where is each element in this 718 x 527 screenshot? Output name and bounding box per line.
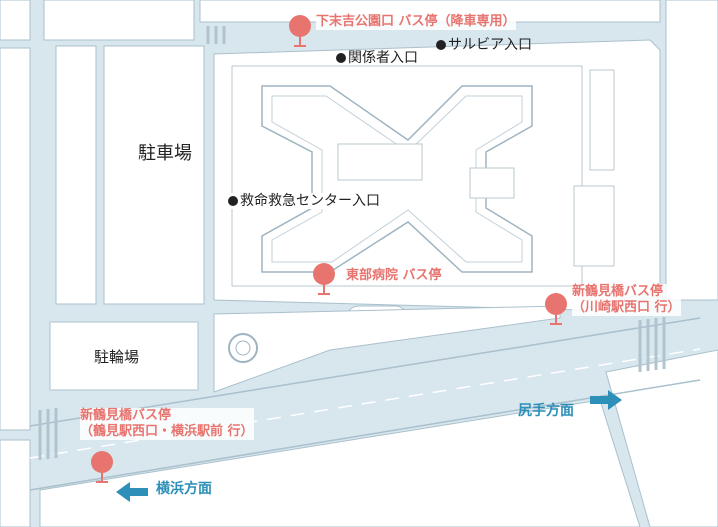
parking-label: 駐車場	[138, 140, 192, 168]
block	[43, 0, 195, 41]
block	[0, 439, 31, 527]
bicycle-parking-label: 駐輪場	[94, 348, 140, 366]
crosswalk	[638, 317, 666, 372]
entrance-dot-icon	[228, 196, 238, 206]
block	[39, 399, 641, 527]
building-core	[337, 143, 423, 181]
direction-shirote-label: 尻手方面	[518, 403, 574, 419]
entrance-staff-label: 関係者入口	[348, 50, 418, 66]
bus-stop-label-yokohama: 新鶴見橋バス停 （鶴見駅西口・横浜駅前 行）	[80, 408, 254, 440]
entrance-emergency-label: 救命救急センター入口	[240, 193, 380, 209]
fountain-inner	[235, 340, 251, 356]
block	[665, 0, 718, 301]
block	[55, 45, 97, 305]
entrance-salvia: サルビア入口	[436, 37, 532, 53]
bus-stop-pin[interactable]	[312, 262, 336, 296]
main-road-edge	[29, 379, 701, 491]
entrance-salvia-label: サルビア入口	[448, 37, 532, 53]
main-road-centerline	[29, 348, 701, 459]
annex-building	[589, 69, 615, 171]
entrance-dot-icon	[336, 53, 346, 63]
bus-stop-name: 新鶴見橋バス停	[80, 408, 172, 423]
fountain	[228, 333, 258, 363]
entrance-dot-icon	[436, 40, 446, 50]
direction-yokohama-label: 横浜方面	[156, 481, 212, 497]
bus-stop-pin[interactable]	[544, 292, 568, 326]
bicycle-parking-block	[49, 321, 199, 391]
block	[0, 47, 31, 431]
parking-lot-block	[103, 45, 205, 305]
main-building-inner	[271, 95, 523, 263]
crosswalk	[206, 26, 226, 44]
building-annex	[469, 167, 515, 199]
bus-stop-label-tobu-byoin: 東部病院 バス停	[346, 268, 442, 284]
bus-stop-direction: （川崎駅西口 行）	[572, 300, 681, 315]
arrow-left-icon	[116, 482, 148, 502]
bus-stop-direction: （鶴見駅西口・横浜駅前 行）	[80, 424, 254, 439]
bus-stop-label-kawasaki: 新鶴見橋バス停 （川崎駅西口 行）	[572, 284, 681, 316]
bus-stop-label-shimosueyoshi: 下末吉公園口 バス停（降車専用）	[316, 14, 516, 30]
annex-building	[573, 185, 615, 267]
campus-garden	[213, 305, 561, 393]
entrance-staff: 関係者入口	[336, 50, 418, 66]
arrow-right-icon	[590, 390, 622, 410]
block	[0, 0, 31, 41]
entrance-emergency: 救命救急センター入口	[228, 193, 380, 209]
block	[605, 349, 718, 527]
crosswalk	[38, 408, 58, 460]
bus-stop-name: 新鶴見橋バス停	[572, 284, 664, 299]
bus-stop-pin[interactable]	[288, 14, 312, 48]
bus-stop-pin[interactable]	[90, 450, 114, 484]
